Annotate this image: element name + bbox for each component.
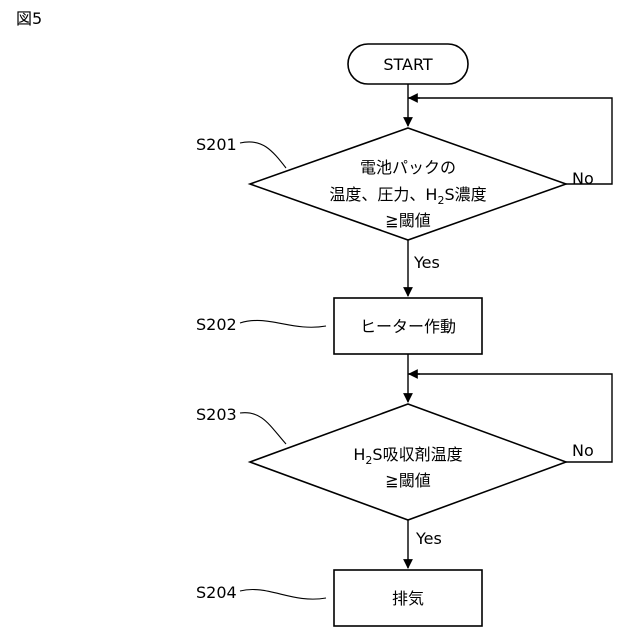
s201-line3: ≧閾値	[385, 211, 430, 230]
leader-s204	[240, 589, 326, 599]
no-label-s201: No	[572, 169, 594, 188]
step-id-s203: S203	[196, 405, 237, 424]
s204-label: 排気	[392, 589, 424, 608]
leader-s201	[240, 142, 286, 168]
yes-label-s203: Yes	[415, 529, 442, 548]
step-id-s204: S204	[196, 583, 237, 602]
s201-line2: 温度、圧力、H2S濃度	[329, 185, 486, 207]
step-id-s202: S202	[196, 315, 237, 334]
step-id-s201: S201	[196, 135, 237, 154]
figure-label: 図5	[16, 9, 42, 28]
yes-label-s201: Yes	[413, 253, 440, 272]
no-label-s203: No	[572, 441, 594, 460]
start-label: START	[383, 55, 433, 74]
leader-s203	[240, 413, 286, 444]
s201-line1: 電池パックの	[360, 158, 456, 177]
leader-s202	[240, 320, 326, 327]
s202-label: ヒーター作動	[360, 317, 456, 336]
s203-line2: ≧閾値	[385, 471, 430, 490]
